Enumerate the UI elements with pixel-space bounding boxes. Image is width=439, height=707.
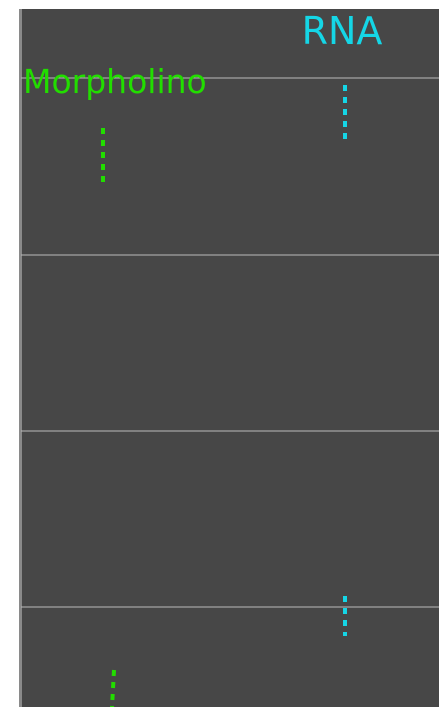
guide-lines xyxy=(21,77,439,608)
rna-title: RNA xyxy=(302,9,383,53)
morpholino-title: Morpholino xyxy=(23,62,207,101)
left-edge-bar xyxy=(19,9,22,707)
diagram-background xyxy=(21,9,439,707)
